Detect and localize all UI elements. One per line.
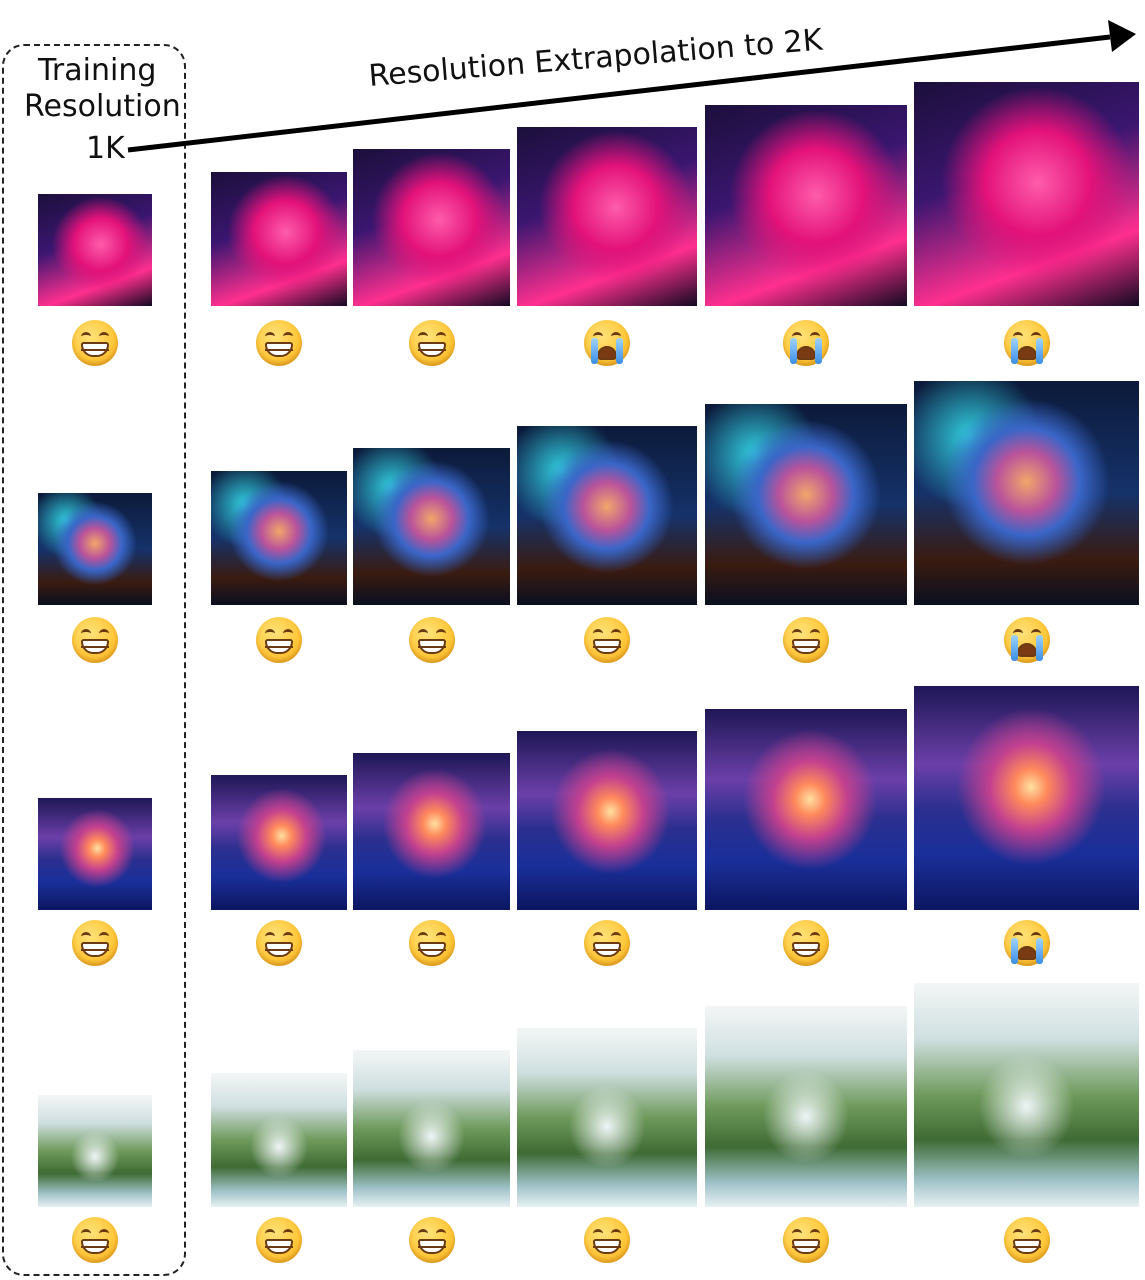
- grinning-face-icon: [584, 1217, 630, 1263]
- training-label: Training: [38, 53, 157, 88]
- generated-image-girl: [914, 82, 1139, 306]
- generated-image-waterfall: [705, 1006, 907, 1207]
- grinning-face-icon: [783, 920, 829, 966]
- one-k-label: 1K: [86, 131, 125, 166]
- generated-image-owl: [353, 448, 510, 605]
- generated-image-waterfall: [211, 1073, 347, 1207]
- loudly-crying-face-icon: [1003, 617, 1050, 663]
- loudly-crying-face-icon: [584, 320, 630, 366]
- generated-image-owl: [914, 381, 1139, 605]
- generated-image-girl: [517, 127, 697, 306]
- generated-image-owl: [38, 493, 152, 605]
- loudly-crying-face-icon: [783, 320, 829, 366]
- grinning-face-icon: [408, 320, 455, 366]
- grinning-face-icon: [408, 920, 455, 966]
- grinning-face-icon: [256, 1217, 302, 1263]
- training-resolution-frame: [2, 44, 186, 1276]
- grinning-face-icon: [72, 320, 118, 366]
- generated-image-waterfall: [353, 1050, 510, 1207]
- generated-image-waterfall: [38, 1095, 152, 1207]
- generated-image-girl: [38, 194, 152, 306]
- grinning-face-icon: [256, 617, 302, 663]
- loudly-crying-face-icon: [1003, 320, 1050, 366]
- grinning-face-icon: [72, 1217, 118, 1263]
- extrapolation-title: Resolution Extrapolation to 2K: [367, 22, 824, 94]
- generated-image-waterfall: [914, 983, 1139, 1207]
- loudly-crying-face-icon: [1003, 920, 1050, 966]
- grinning-face-icon: [408, 617, 455, 663]
- grinning-face-icon: [783, 617, 829, 663]
- generated-image-girl: [705, 105, 907, 306]
- grinning-face-icon: [584, 617, 630, 663]
- generated-image-sunset: [38, 798, 152, 910]
- generated-image-sunset: [211, 775, 347, 910]
- grinning-face-icon: [408, 1217, 455, 1263]
- generated-image-sunset: [517, 731, 697, 910]
- generated-image-waterfall: [517, 1028, 697, 1207]
- generated-image-sunset: [705, 709, 907, 910]
- grinning-face-icon: [256, 920, 302, 966]
- generated-image-sunset: [914, 686, 1139, 910]
- generated-image-girl: [353, 149, 510, 306]
- generated-image-owl: [211, 471, 347, 605]
- grinning-face-icon: [72, 617, 118, 663]
- arrow-head-icon: [1108, 20, 1136, 52]
- grinning-face-icon: [1003, 1217, 1050, 1263]
- generated-image-owl: [517, 426, 697, 605]
- grinning-face-icon: [72, 920, 118, 966]
- resolution-label: Resolution: [24, 89, 181, 124]
- grinning-face-icon: [584, 920, 630, 966]
- grinning-face-icon: [256, 320, 302, 366]
- generated-image-girl: [211, 172, 347, 306]
- generated-image-owl: [705, 404, 907, 605]
- generated-image-sunset: [353, 753, 510, 910]
- grinning-face-icon: [783, 1217, 829, 1263]
